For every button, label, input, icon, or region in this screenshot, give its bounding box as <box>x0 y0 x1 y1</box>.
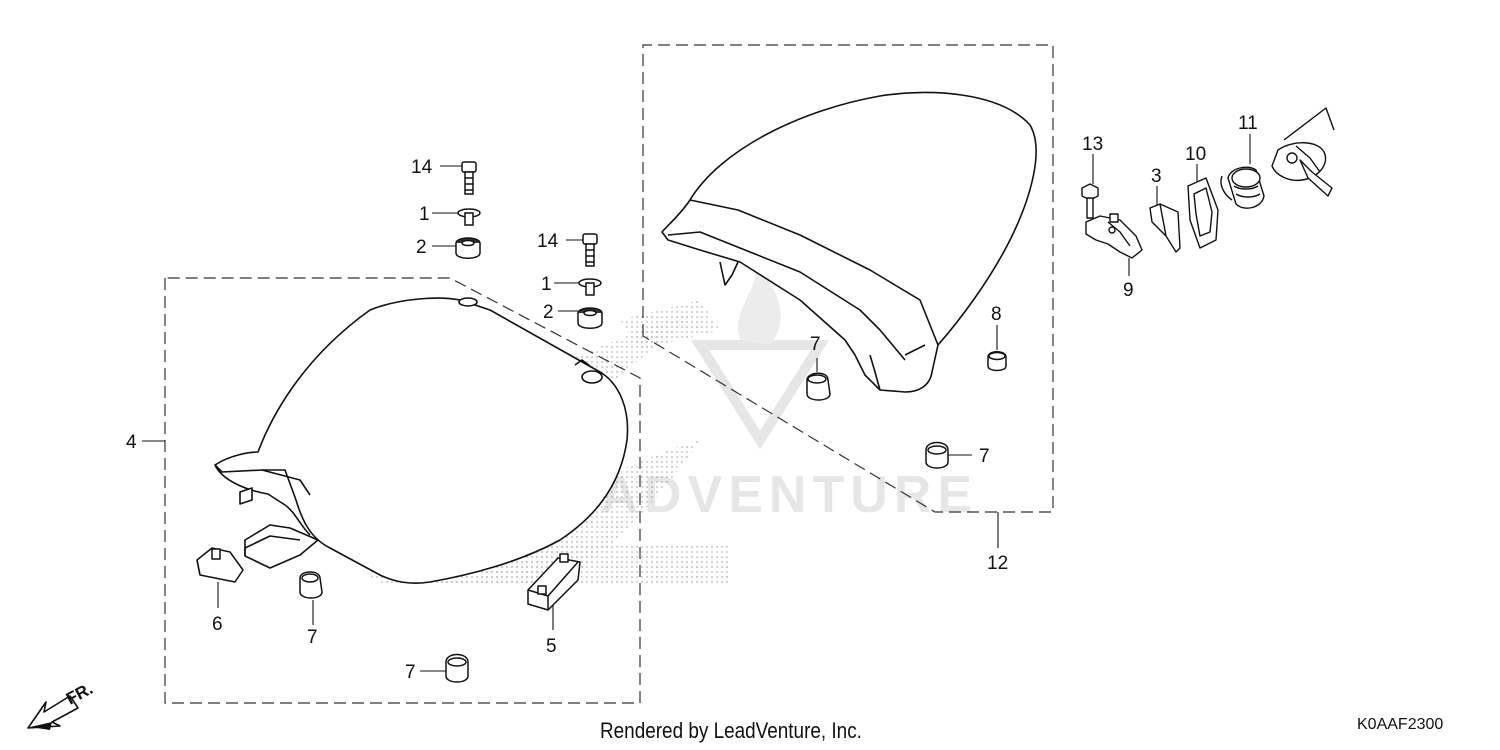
cushion-c <box>806 372 831 401</box>
plate-10 <box>1187 177 1219 249</box>
cushion-d <box>925 441 949 469</box>
diagram-code: K0AAF2300 <box>1357 716 1444 733</box>
cushion-parts <box>299 351 1007 683</box>
callout-7-c: 7 <box>810 334 821 355</box>
callout-3: 3 <box>1151 166 1162 187</box>
callout-7-d: 7 <box>979 446 990 467</box>
callout-14-left: 14 <box>411 157 433 178</box>
clip-3 <box>1149 203 1181 253</box>
callout-5: 5 <box>546 636 557 657</box>
collar-1-right <box>578 278 602 296</box>
bolt-14-left <box>461 161 477 195</box>
lock-hook-9 <box>1085 213 1143 259</box>
grommet-2-left <box>455 237 481 259</box>
render-credit: Rendered by LeadVenture, Inc. <box>600 718 862 743</box>
callout-6: 6 <box>212 614 223 635</box>
callout-9: 9 <box>1123 280 1134 301</box>
cushion-front-8 <box>987 351 1007 372</box>
rear-seat <box>214 297 629 584</box>
callout-10: 10 <box>1185 144 1206 165</box>
bolt-13 <box>1081 183 1099 219</box>
callout-11: 11 <box>1238 113 1258 134</box>
callout-8: 8 <box>991 304 1002 325</box>
callout-1-right: 1 <box>541 274 552 295</box>
grommet-2-right <box>577 307 603 329</box>
callout-2-right: 2 <box>543 302 554 323</box>
key-11 <box>1271 107 1335 197</box>
stopper-parts <box>196 547 581 611</box>
callout-7-b: 7 <box>405 662 416 683</box>
cushion-a <box>299 571 323 599</box>
seat-lock-parts <box>1081 107 1335 259</box>
callout-1-left: 1 <box>419 204 430 225</box>
callout-2-left: 2 <box>416 237 427 258</box>
callout-4: 4 <box>126 432 137 453</box>
callout-labels: 14 1 2 14 1 2 4 5 6 7 7 7 7 8 12 13 3 9 … <box>126 113 1258 683</box>
callout-13: 13 <box>1082 134 1103 155</box>
collar-1-left <box>457 208 481 226</box>
lock-cylinder-11 <box>1220 166 1265 209</box>
front-seat-group-outline <box>642 44 1054 513</box>
callout-12: 12 <box>987 553 1008 574</box>
bolt-14-right <box>582 233 598 267</box>
cushion-b <box>445 653 469 683</box>
callout-14-right: 14 <box>537 231 559 252</box>
mounting-hardware <box>455 161 603 329</box>
callout-7-a: 7 <box>307 627 318 648</box>
front-seat <box>661 91 1037 393</box>
front-direction-arrow: FR. <box>27 679 96 730</box>
leader-lines <box>142 134 1251 672</box>
rear-seat-group-outline <box>164 277 641 704</box>
